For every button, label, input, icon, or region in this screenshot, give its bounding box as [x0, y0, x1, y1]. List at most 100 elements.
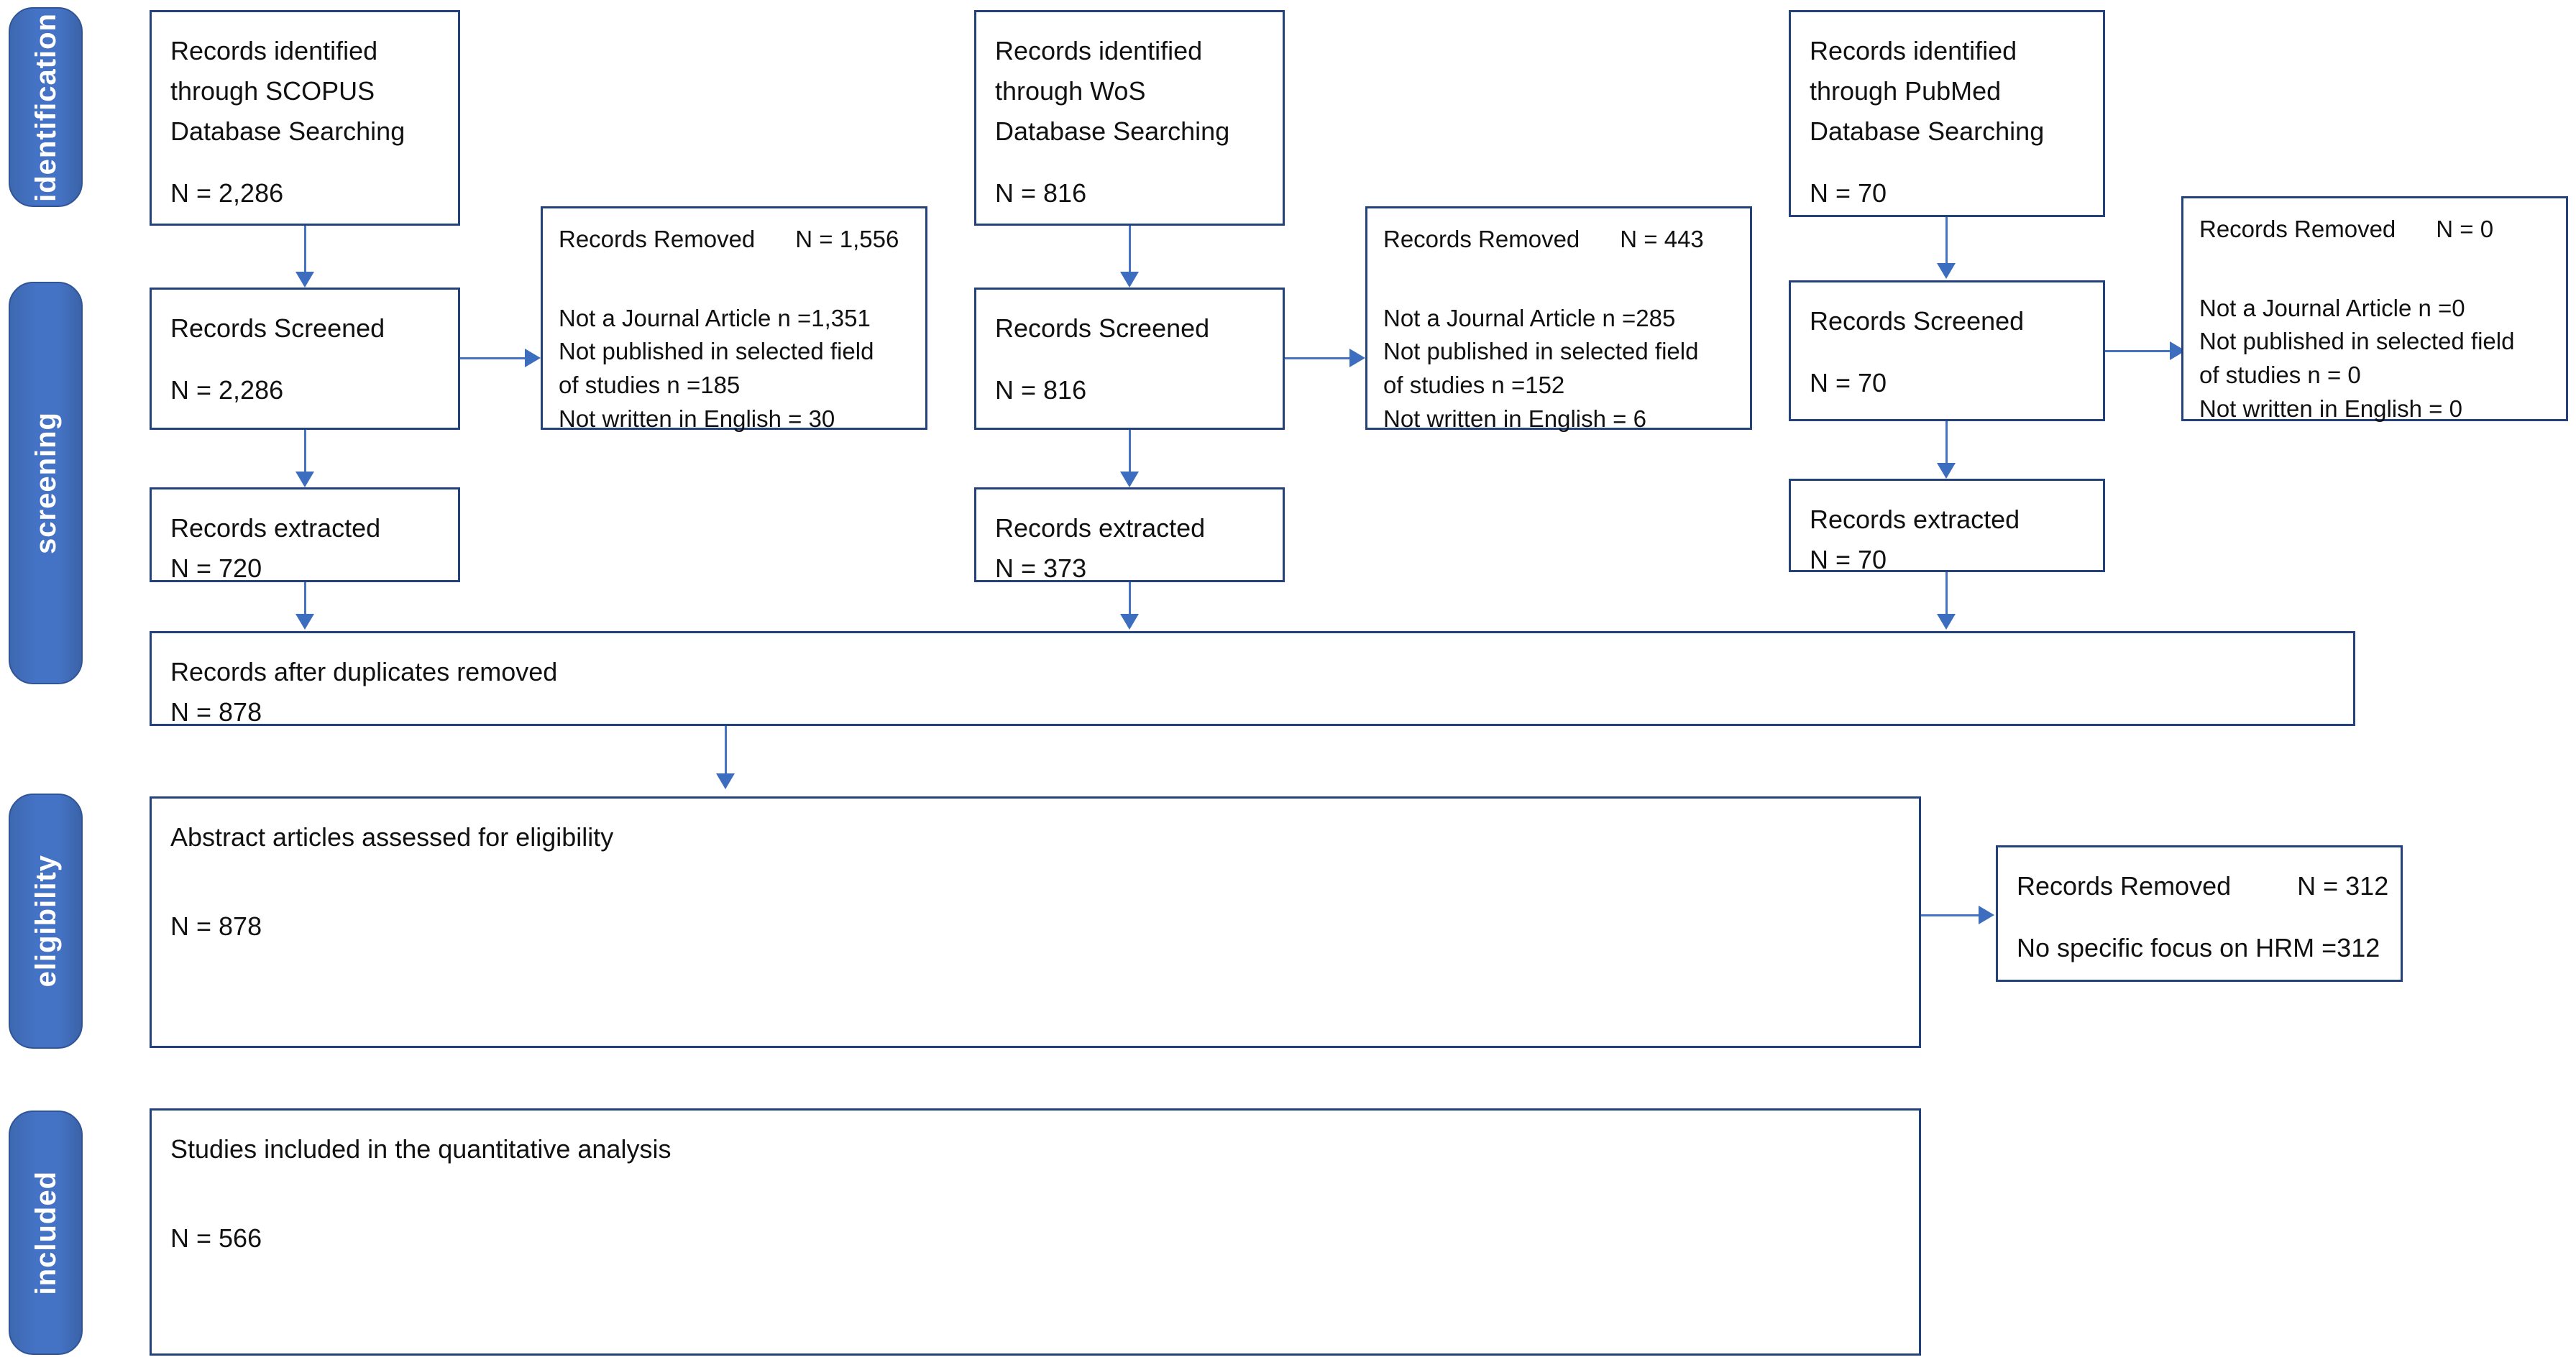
stage-label-identification: identification — [29, 12, 62, 202]
removed-wos-reason-3: of studies n =152 — [1383, 372, 1565, 399]
connector-wos-screened-to-extracted — [1129, 430, 1131, 474]
screened-wos-count: N = 816 — [995, 375, 1087, 405]
removed-wos-reason-1: Not a Journal Article n =285 — [1383, 304, 1676, 331]
stage-pill-identification: identification — [9, 7, 83, 207]
arrowhead-eligibility-to-removed — [1979, 906, 1994, 924]
removed-pubmed-reason-1: Not a Journal Article n =0 — [2199, 294, 2465, 321]
included-line1: Studies included in the quantitative ana… — [170, 1134, 671, 1164]
extracted-wos-line1: Records extracted — [995, 513, 1206, 543]
box-eligibility-removed: Records Removed N = 312 No specific focu… — [1996, 845, 2403, 982]
removed-wos-reason-4: Not written in English = 6 — [1383, 405, 1646, 433]
box-identified-wos: Records identified through WoS Database … — [974, 10, 1285, 226]
stage-label-included: included — [29, 1170, 62, 1295]
connector-wos-identified-to-screened — [1129, 226, 1131, 275]
identified-pubmed-line3: Database Searching — [1810, 116, 2045, 146]
stage-label-screening: screening — [29, 412, 62, 554]
removed-scopus-header-label: Records Removed — [559, 226, 756, 252]
connector-scopus-extracted-to-duplicates — [304, 582, 306, 617]
extracted-pubmed-count: N = 70 — [1810, 544, 1887, 574]
arrowhead-wos-identified-to-screened — [1120, 272, 1139, 288]
identified-pubmed-count: N = 70 — [1810, 178, 1887, 208]
connector-scopus-screened-to-extracted — [304, 430, 306, 474]
extracted-scopus-line1: Records extracted — [170, 513, 381, 543]
screened-scopus-count: N = 2,286 — [170, 375, 284, 405]
duplicates-line1: Records after duplicates removed — [170, 657, 558, 686]
extracted-scopus-count: N = 720 — [170, 553, 262, 583]
identified-wos-count: N = 816 — [995, 178, 1087, 208]
box-screened-wos: Records Screened N = 816 — [974, 288, 1285, 430]
identified-pubmed-line1: Records identified — [1810, 36, 2017, 65]
identified-wos-line2: through WoS — [995, 75, 1146, 106]
screened-pubmed-line1: Records Screened — [1810, 306, 2025, 336]
box-included-studies: Studies included in the quantitative ana… — [150, 1108, 1921, 1356]
arrowhead-duplicates-to-eligibility — [716, 773, 735, 789]
identified-wos-line3: Database Searching — [995, 116, 1230, 146]
arrowhead-wos-extracted-to-duplicates — [1120, 614, 1139, 630]
removed-scopus-reason-4: Not written in English = 30 — [559, 405, 835, 433]
arrowhead-pubmed-identified-to-screened — [1937, 263, 1956, 279]
box-extracted-wos: Records extracted N = 373 — [974, 487, 1285, 583]
box-extracted-pubmed: Records extracted N = 70 — [1789, 479, 2105, 574]
arrowhead-pubmed-screened-to-extracted — [1937, 463, 1956, 479]
arrowhead-scopus-extracted-to-duplicates — [295, 614, 314, 630]
connector-pubmed-identified-to-screened — [1945, 217, 1948, 266]
eligibility-removed-header-count: N = 312 — [2297, 871, 2389, 901]
extracted-pubmed-line1: Records extracted — [1810, 505, 2020, 534]
identified-scopus-count: N = 2,286 — [170, 178, 284, 208]
stage-label-eligibility: eligibility — [29, 855, 62, 988]
connector-wos-extracted-to-duplicates — [1129, 582, 1131, 617]
eligibility-removed-header-label: Records Removed — [2017, 871, 2232, 901]
screened-scopus-line1: Records Screened — [170, 313, 385, 343]
removed-pubmed-reason-2: Not published in selected field — [2199, 328, 2515, 355]
box-eligibility-assessed: Abstract articles assessed for eligibili… — [150, 796, 1921, 1048]
screened-pubmed-count: N = 70 — [1810, 368, 1887, 398]
identified-scopus-line3: Database Searching — [170, 116, 405, 146]
connector-wos-screened-to-removed — [1285, 357, 1351, 359]
arrowhead-wos-screened-to-removed — [1349, 349, 1365, 367]
identified-scopus-line1: Records identified — [170, 36, 378, 65]
connector-duplicates-to-eligibility — [725, 726, 727, 776]
connector-eligibility-to-removed — [1921, 914, 1980, 916]
removed-wos-header-label: Records Removed — [1383, 226, 1580, 252]
box-extracted-scopus: Records extracted N = 720 — [150, 487, 460, 583]
box-identified-scopus: Records identified through SCOPUS Databa… — [150, 10, 460, 226]
removed-wos-reason-2: Not published in selected field — [1383, 338, 1699, 365]
stage-pill-eligibility: eligibility — [9, 794, 83, 1049]
eligibility-line1: Abstract articles assessed for eligibili… — [170, 822, 614, 852]
removed-scopus-reason-1: Not a Journal Article n =1,351 — [559, 304, 871, 331]
removed-pubmed-header-label: Records Removed — [2199, 216, 2396, 242]
identified-pubmed-line2: through PubMed — [1810, 75, 2002, 106]
included-count: N = 566 — [170, 1223, 262, 1254]
box-screened-pubmed: Records Screened N = 70 — [1789, 280, 2105, 421]
eligibility-removed-reason: No specific focus on HRM =312 — [2017, 933, 2380, 963]
connector-scopus-screened-to-removed — [460, 357, 526, 359]
box-identified-pubmed: Records identified through PubMed Databa… — [1789, 10, 2105, 217]
box-screened-scopus: Records Screened N = 2,286 — [150, 288, 460, 430]
removed-pubmed-reason-3: of studies n = 0 — [2199, 362, 2361, 389]
box-duplicates-removed: Records after duplicates removed N = 878 — [150, 631, 2355, 727]
removed-scopus-reason-2: Not published in selected field — [559, 338, 874, 365]
identified-scopus-line2: through SCOPUS — [170, 75, 375, 106]
arrowhead-scopus-identified-to-screened — [295, 272, 314, 288]
stage-pill-screening: screening — [9, 282, 83, 684]
connector-scopus-identified-to-screened — [304, 226, 306, 275]
arrowhead-scopus-screened-to-extracted — [295, 472, 314, 487]
connector-pubmed-extracted-to-duplicates — [1945, 572, 1948, 617]
removed-pubmed-header-count: N = 0 — [2436, 216, 2494, 242]
box-removed-pubmed: Records Removed N = 0 Not a Journal Arti… — [2181, 196, 2568, 422]
connector-pubmed-screened-to-extracted — [1945, 421, 1948, 466]
identified-wos-line1: Records identified — [995, 36, 1203, 65]
removed-scopus-header-count: N = 1,556 — [795, 226, 899, 252]
removed-scopus-reason-3: of studies n =185 — [559, 372, 741, 399]
removed-pubmed-reason-4: Not written in English = 0 — [2199, 395, 2462, 423]
stage-pill-included: included — [9, 1111, 83, 1355]
box-removed-wos: Records Removed N = 443 Not a Journal Ar… — [1365, 206, 1752, 432]
removed-wos-header-count: N = 443 — [1620, 226, 1704, 252]
duplicates-count: N = 878 — [170, 697, 262, 727]
extracted-wos-count: N = 373 — [995, 553, 1087, 583]
connector-pubmed-screened-to-removed — [2105, 350, 2171, 352]
arrowhead-wos-screened-to-extracted — [1120, 472, 1139, 487]
arrowhead-pubmed-extracted-to-duplicates — [1937, 614, 1956, 630]
screened-wos-line1: Records Screened — [995, 313, 1210, 343]
